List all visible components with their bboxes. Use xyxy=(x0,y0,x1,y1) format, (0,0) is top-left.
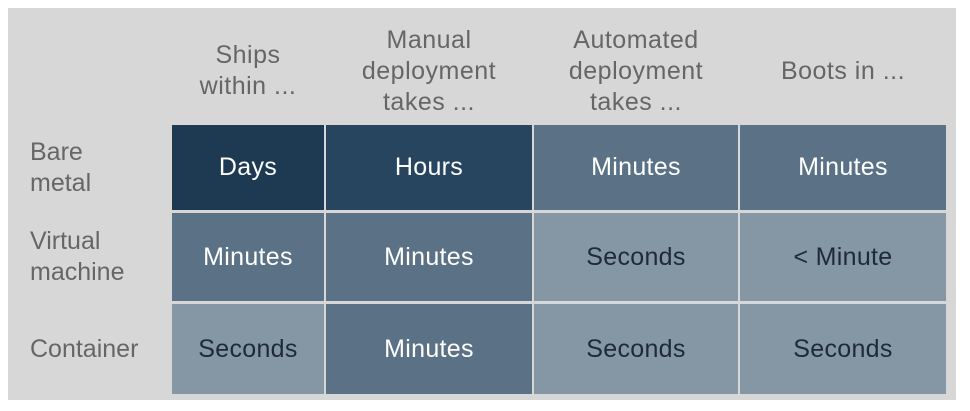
cell-virtual-machine-ships-within: Minutes xyxy=(172,213,324,301)
column-header-manual-deployment: Manual deployment takes ... xyxy=(361,25,497,116)
cell-virtual-machine-automated-deployment: Seconds xyxy=(534,213,738,301)
cell-container-boots-in: Seconds xyxy=(740,304,946,394)
cell-bare-metal-ships-within: Days xyxy=(172,125,324,210)
column-header-ships-within: Ships within ... xyxy=(199,41,297,100)
cell-container-automated-deployment: Seconds xyxy=(534,304,738,394)
cell-container-ships-within: Seconds xyxy=(172,304,324,394)
cell-bare-metal-manual-deployment: Hours xyxy=(326,125,532,210)
cell-virtual-machine-boots-in: < Minute xyxy=(740,213,946,301)
cell-container-manual-deployment: Minutes xyxy=(326,304,532,394)
cell-bare-metal-automated-deployment: Minutes xyxy=(534,125,738,210)
comparison-table: Ships within ... Manual deployment takes… xyxy=(8,8,956,400)
column-header-automated-deployment: Automated deployment takes ... xyxy=(568,25,704,116)
cell-bare-metal-boots-in: Minutes xyxy=(740,125,946,210)
row-header-bare-metal: Bare metal xyxy=(30,137,92,197)
column-header-boots-in: Boots in ... xyxy=(780,56,906,85)
row-header-virtual-machine: Virtual machine xyxy=(30,227,125,286)
cell-virtual-machine-manual-deployment: Minutes xyxy=(326,213,532,301)
row-header-container: Container xyxy=(30,334,139,363)
